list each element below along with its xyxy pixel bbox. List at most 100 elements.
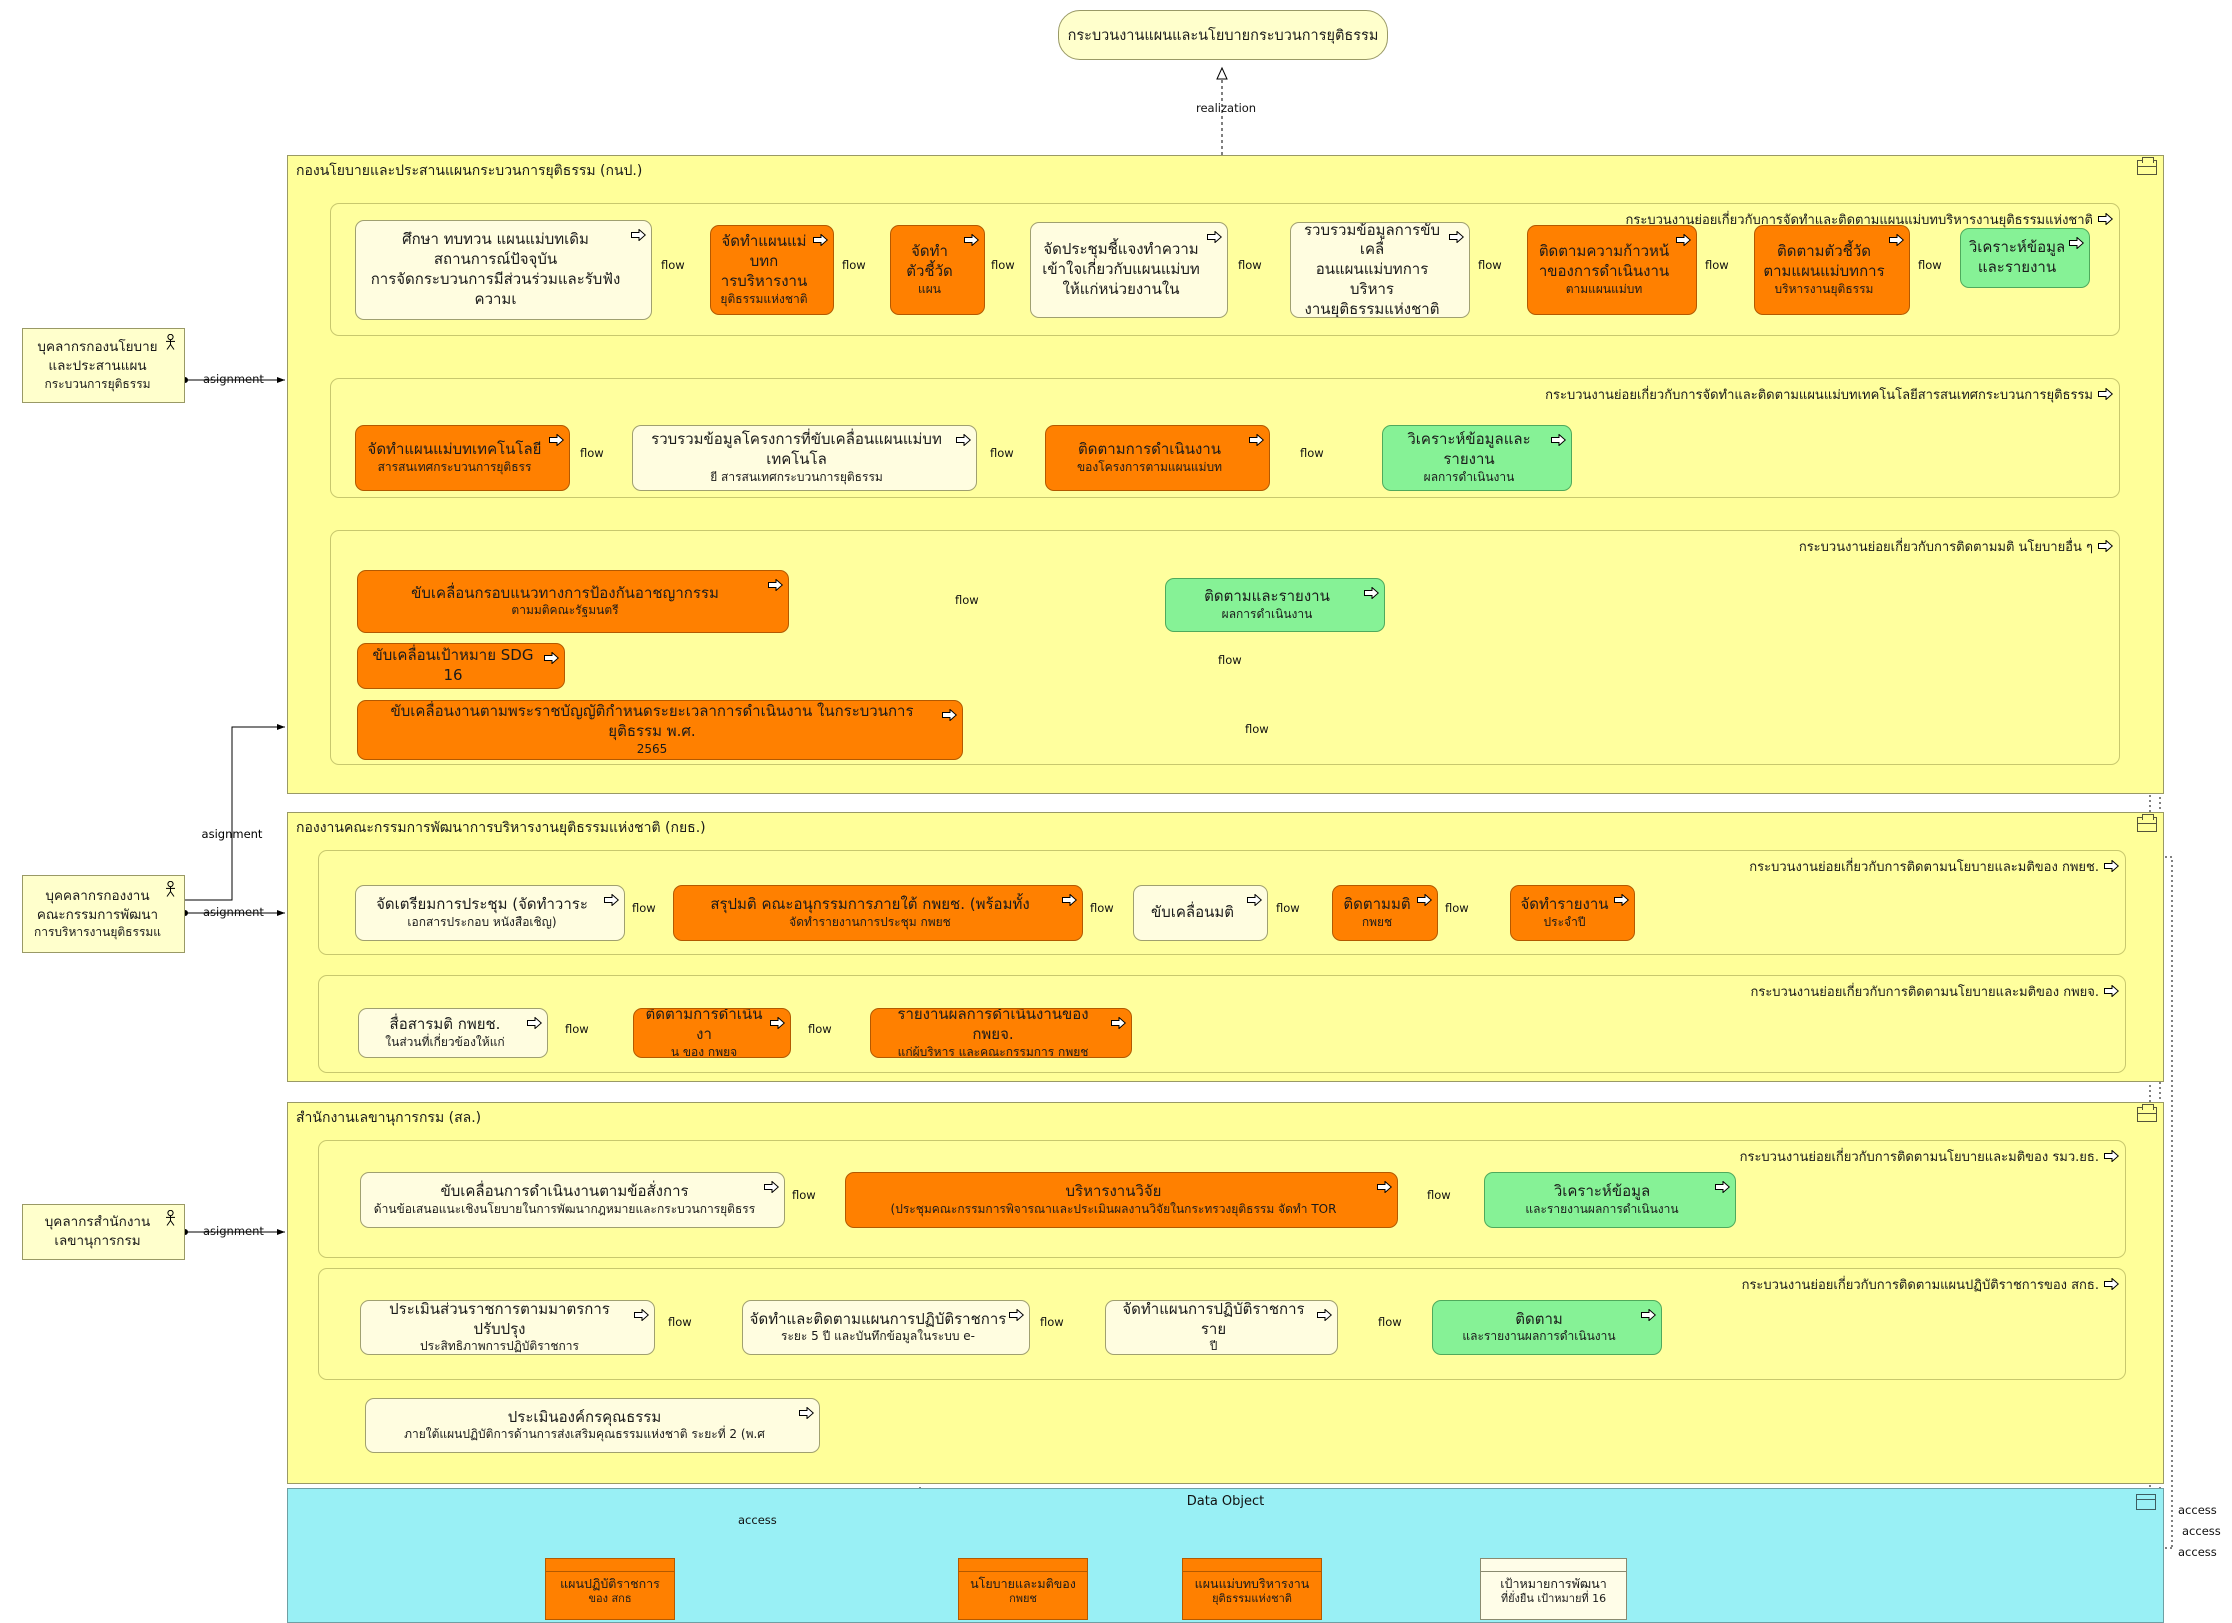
process-label: ด้านข้อเสนอแนะเชิงนโยบายในการพัฒนากฎหมาย… [373, 1201, 756, 1216]
process-label: รายงานผลการดำเนินงานของ กพยจ. [897, 1008, 1089, 1044]
process-makeplan[interactable]: จัดทำแผนแม่บทก ารบริหารงาน ยุติธรรมแห่งช… [710, 225, 834, 315]
process-annualreport[interactable]: จัดทำรายงาน ประจำปี [1510, 885, 1635, 941]
process-collect[interactable]: รวบรวมข้อมูลการขับเคลื่ อนแผนแม่บทการบริ… [1290, 222, 1470, 318]
process-study[interactable]: ศึกษา ทบทวน แผนแม่บทเดิม สถานการณ์ปัจจุบ… [355, 220, 652, 320]
process-techtrack[interactable]: ติดตามการดำเนินงาน ของโครงการตามแผนแม่บท [1045, 425, 1270, 491]
process-techanalyze[interactable]: วิเคราะห์ข้อมูลและรายงาน ผลการดำเนินงาน [1382, 425, 1572, 491]
actor-icon [164, 1209, 177, 1226]
process-analyze2[interactable]: วิเคราะห์ข้อมูล และรายงานผลการดำเนินงาน [1484, 1172, 1736, 1228]
process-arrow-icon [799, 1403, 815, 1420]
process-trackopj[interactable]: ติดตามการดำเนินงา น ของ กพยจ [633, 1008, 791, 1058]
process-arrow-icon [2069, 233, 2085, 250]
process-makekpi[interactable]: จัดทำ ตัวชี้วัด แผน [890, 225, 985, 315]
page-title: กระบวนงานแผนและนโยบายกระบวนการยุติธรรม [1058, 10, 1388, 60]
sub-kpyj: กระบวนงานย่อยเกี่ยวกับการติดตามนโยบายและ… [318, 975, 2126, 1073]
process-communicate[interactable]: สื่อสารมติ กพยช. ในส่วนที่เกี่ยวข้องให้แ… [358, 1008, 548, 1058]
actor-sl[interactable]: บุคลากรสำนักงาน เลขานุการกรม [22, 1204, 185, 1260]
process-arrow-icon [1676, 230, 1692, 247]
data-object-sublabel: กพยช [1009, 1592, 1037, 1606]
process-label: และรายงานผลการดำเนินงาน [1525, 1201, 1679, 1216]
process-label: ขับเคลื่อนมติ [1150, 903, 1235, 922]
process-label: ประสิทธิภาพการปฏิบัติราชการ [420, 1339, 579, 1354]
assignment-label-sl: asignment [203, 1224, 264, 1238]
process-research[interactable]: บริหารงานวิจัย (ประชุมคณะกรรมการพิจารณาแ… [845, 1172, 1398, 1228]
process-plan5y[interactable]: จัดทำและติดตามแผนการปฏิบัติราชการ ระยะ 5… [742, 1300, 1030, 1355]
process-label: สรุปมติ คณะอนุกรรมการภายใต้ กพยช. (พร้อม… [710, 895, 1030, 914]
process-drivemotion[interactable]: ขับเคลื่อนมติ [1133, 885, 1268, 941]
group-sl-label: สำนักงานเลขานุการกรม (สล.) [296, 1110, 482, 1126]
flow-label: flow [1218, 653, 1242, 667]
process-orderdrive[interactable]: ขับเคลื่อนการดำเนินงานตามข้อสั่งการ ด้าน… [360, 1172, 785, 1228]
process-annualplan[interactable]: จัดทำแผนการปฏิบัติราชการราย ปี [1105, 1300, 1338, 1355]
process-trackkpi[interactable]: ติดตามตัวชี้วัด ตามแผนแม่บทการ บริหารงาน… [1754, 225, 1910, 315]
data-object-policy[interactable]: นโยบายและมติของ กพยช [958, 1558, 1088, 1620]
process-trackmotion[interactable]: ติดตามมติ กพยช [1332, 885, 1438, 941]
process-arrow-icon [527, 1013, 543, 1030]
data-object-sdg[interactable]: เป้าหมายการพัฒนา ที่ยั่งยืน เป้าหมายที่ … [1480, 1558, 1627, 1620]
process-meeting[interactable]: จัดประชุมชี้แจงทำความ เข้าใจเกี่ยวกับแผน… [1030, 222, 1228, 318]
process-label: ผลการดำเนินงาน [1423, 469, 1515, 484]
process-label: จัดทำรายงานการประชุม กพยช [789, 914, 951, 929]
data-object-actionplan[interactable]: แผนปฏิบัติราชการ ของ สกธ [545, 1558, 675, 1620]
flow-label: flow [990, 446, 1014, 460]
process-arrow-icon [813, 230, 829, 247]
process-label: ติดตามและรายงาน [1204, 587, 1330, 606]
process-label: จัดทำแผนแม่บทเทคโนโลยี [367, 440, 542, 459]
group-badge-icon [2137, 814, 2157, 832]
process-crime[interactable]: ขับเคลื่อนกรอบแนวทางการป้องกันอาชญากรรม … [357, 570, 789, 633]
process-arrow-icon [2098, 210, 2114, 226]
process-label: การจัดกระบวนการมีส่วนร่วมและรับฟังความเ [370, 270, 621, 308]
process-label: ติดตามการดำเนินงา [645, 1008, 763, 1044]
data-object-masterplan[interactable]: แผนแม่บทบริหารงาน ยุติธรรมแห่งชาติ [1182, 1558, 1322, 1620]
process-moral[interactable]: ประเมินองค์กรคุณธรรม ภายใต้แผนปฏิบัติการ… [365, 1398, 820, 1453]
data-object-label: แผนแม่บทบริหารงาน [1194, 1576, 1310, 1591]
flow-label: flow [661, 258, 685, 272]
process-label: าของการดำเนินงาน [1538, 262, 1670, 281]
process-act2565[interactable]: ขับเคลื่อนงานตามพระราชบัญญัติกำหนดระยะเว… [357, 700, 963, 760]
process-techplan[interactable]: จัดทำแผนแม่บทเทคโนโลยี สารสนเทศกระบวนการ… [355, 425, 570, 491]
process-label: ติดตามการดำเนินงาน [1078, 440, 1221, 459]
flow-label: flow [1918, 258, 1942, 272]
sub-kpyj-label: กระบวนงานย่อยเกี่ยวกับการติดตามนโยบายและ… [1750, 985, 2099, 1000]
assignment-label-kyt: asignment [203, 905, 264, 919]
process-arrow-icon [1111, 1013, 1127, 1030]
process-arrow-icon [1364, 583, 1380, 600]
flow-label: flow [1276, 901, 1300, 915]
process-label: งานยุติธรรมแห่งชาติ [1304, 299, 1440, 318]
actor-kyt[interactable]: บุคคลากรกองงาน คณะกรรมการพัฒนา การบริหาร… [22, 875, 185, 953]
process-label: ตามแผนแม่บทการ [1763, 262, 1885, 281]
process-arrow-icon [1249, 430, 1265, 447]
process-trackreport[interactable]: ติดตามและรายงาน ผลการดำเนินงาน [1165, 578, 1385, 632]
process-evaluate[interactable]: ประเมินส่วนราชการตามมาตรการปรับปรุง ประส… [360, 1300, 655, 1355]
flow-label: flow [792, 1188, 816, 1202]
actor-knp[interactable]: บุคลากรกองนโยบาย และประสานแผน กระบวนการย… [22, 328, 185, 403]
realization-label: realization [1196, 101, 1257, 115]
process-label: วิเคราะห์ข้อมูลและรายงาน [1407, 430, 1531, 469]
process-summary[interactable]: สรุปมติ คณะอนุกรรมการภายใต้ กพยช. (พร้อม… [673, 885, 1083, 941]
process-arrow-icon [549, 430, 565, 447]
process-arrow-icon [2104, 1147, 2120, 1163]
process-techdata[interactable]: รวบรวมข้อมูลโครงการที่ขับเคลื่อนแผนแม่บท… [632, 425, 977, 491]
flow-label: flow [1040, 1315, 1064, 1329]
process-analyze1[interactable]: วิเคราะห์ข้อมูล และรายงาน [1960, 228, 2090, 288]
flow-label: flow [1427, 1188, 1451, 1202]
page-title-text: กระบวนงานแผนและนโยบายกระบวนการยุติธรรม [1067, 27, 1379, 44]
process-label: บริหารงานยุติธรรม [1774, 281, 1874, 296]
process-reportpj[interactable]: รายงานผลการดำเนินงานของ กพยจ. แก่ผู้บริห… [870, 1008, 1132, 1058]
group-badge-icon [2137, 1104, 2157, 1122]
process-progress[interactable]: ติดตามความก้าวหน้ าของการดำเนินงาน ตามแผ… [1527, 225, 1697, 315]
process-arrow-icon [2098, 385, 2114, 401]
process-label: ภายใต้แผนปฏิบัติการด้านการส่งเสริมคุณธรร… [404, 1427, 765, 1442]
process-label: ขับเคลื่อนการดำเนินงานตามข้อสั่งการ [440, 1182, 689, 1201]
process-label: สื่อสารมติ กพยช. [389, 1015, 501, 1034]
process-arrow-icon [1207, 227, 1223, 244]
process-label: ติดตาม [1515, 1309, 1563, 1328]
data-object-sublabel: ของ สกธ [588, 1592, 632, 1606]
process-prepmeeting[interactable]: จัดเตรียมการประชุม (จัดทำวาระ เอกสารประก… [355, 885, 625, 941]
process-label: ยุติธรรมแห่งชาติ [720, 291, 808, 306]
process-label: เข้าใจเกี่ยวกับแผนแม่บท [1042, 260, 1200, 279]
process-trackreport2[interactable]: ติดตาม และรายงานผลการดำเนินงาน [1432, 1300, 1662, 1355]
data-object-layer-label: Data Object [1186, 1494, 1265, 1509]
sub-kpyc-label: กระบวนงานย่อยเกี่ยวกับการติดตามนโยบายและ… [1749, 860, 2099, 875]
process-sdg16[interactable]: ขับเคลื่อนเป้าหมาย SDG 16 [357, 643, 565, 689]
